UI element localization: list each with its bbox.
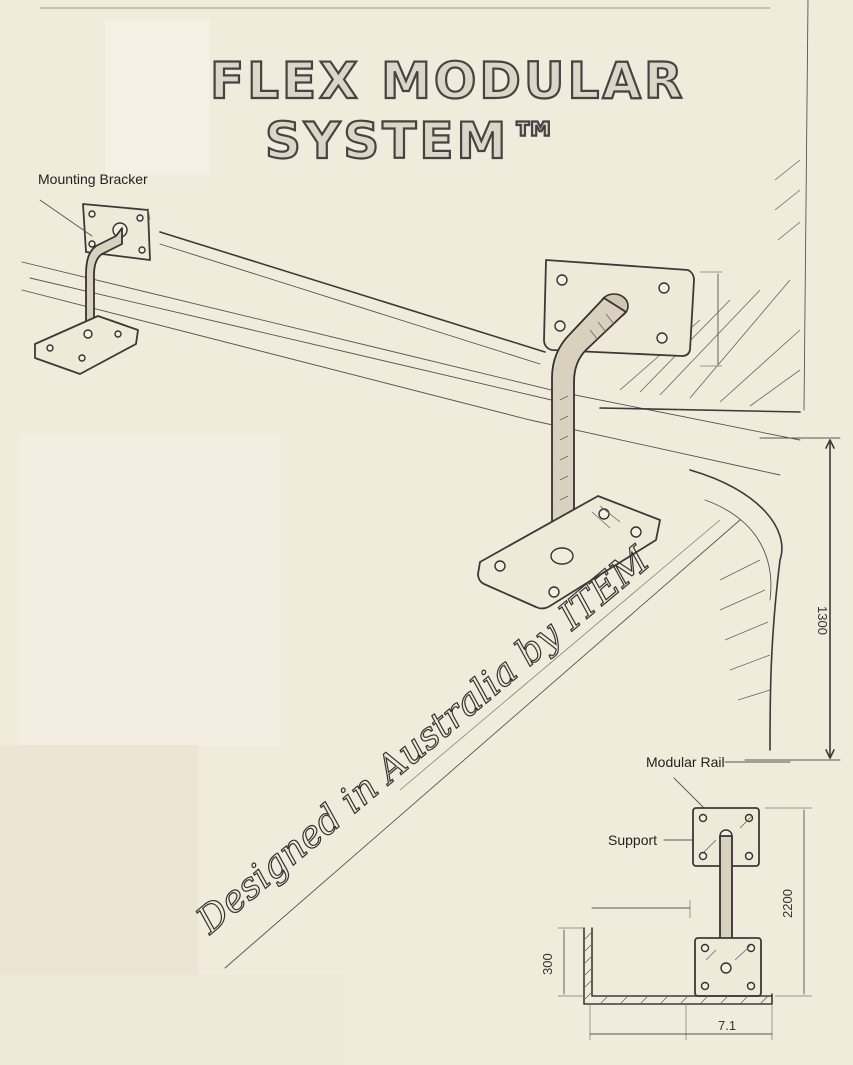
dimension-bracket-height xyxy=(700,271,722,367)
mounting-bracket-label: Mounting Bracker xyxy=(38,171,148,187)
dimension-side-height-value: 300 xyxy=(540,953,555,975)
modular-rail-label: Modular Rail xyxy=(646,754,725,770)
wall-hatching xyxy=(619,159,801,701)
dimension-base-width-value: 7.1 xyxy=(718,1018,736,1033)
dimension-height-detail-value: 2200 xyxy=(780,889,795,918)
mounting-bracket-callout: Mounting Bracker xyxy=(38,171,148,187)
small-mounting-bracket xyxy=(34,199,151,375)
detail-drawing: Modular Rail Support 2200 3 xyxy=(540,754,812,1040)
dimension-height-main-value: 1300 xyxy=(815,606,830,635)
dimension-height-main: 1300 xyxy=(744,437,841,761)
title-line-1: FLEX MODULAR xyxy=(210,52,686,110)
large-mounting-bracket xyxy=(477,259,695,610)
support-label: Support xyxy=(608,832,657,848)
title-line-2: SYSTEM™ xyxy=(265,112,562,170)
title: FLEX MODULAR SYSTEM™ xyxy=(209,51,686,171)
